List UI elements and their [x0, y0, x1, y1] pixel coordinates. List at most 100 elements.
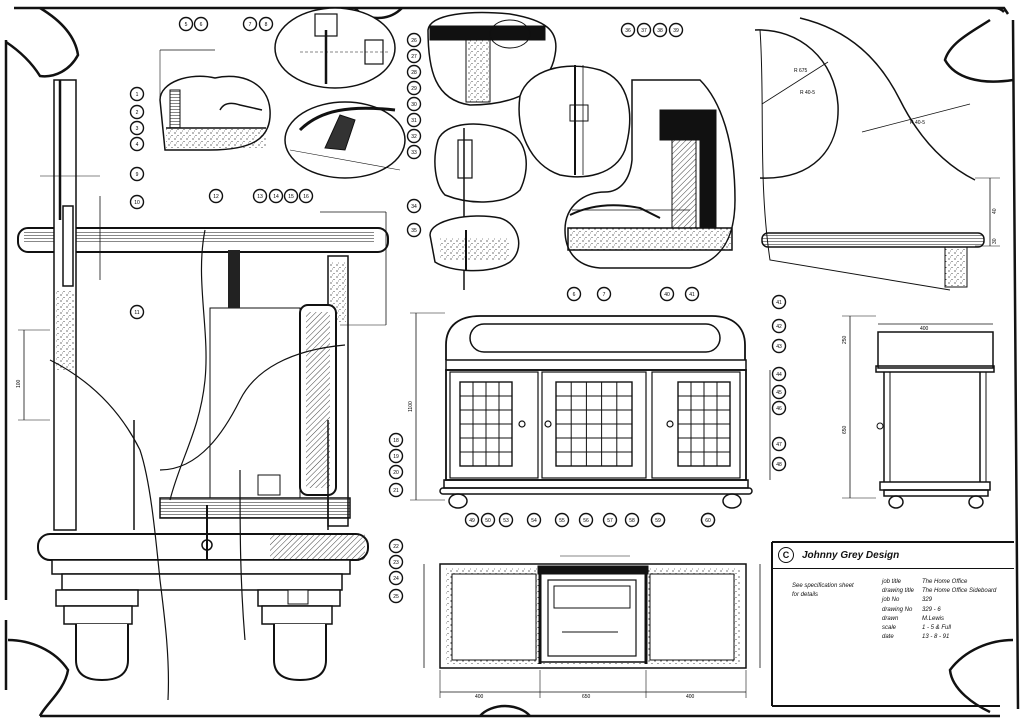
dim-30: 30: [992, 238, 998, 244]
callout-number: 38: [657, 28, 663, 34]
callout-number: 5: [185, 22, 188, 28]
callout-number: 2: [136, 110, 139, 116]
callout-bubble: [596, 286, 612, 302]
callout-bubble: [578, 512, 594, 528]
callout-bubble: [771, 384, 787, 400]
callout-bubble: [602, 512, 618, 528]
dim-side-width: 400: [920, 326, 929, 332]
callout-bubble: [388, 464, 404, 480]
callout-bubble: [668, 22, 684, 38]
callout-bubble: [193, 16, 209, 32]
callout-bubble: [526, 512, 542, 528]
callout-number: 13: [257, 194, 263, 200]
callout-number: 54: [531, 518, 537, 524]
callout-number: 56: [583, 518, 589, 524]
callout-number: 22: [393, 544, 399, 550]
callout-number: 42: [776, 324, 782, 330]
callout-number: 34: [411, 204, 417, 210]
callout-number: 18: [393, 438, 399, 444]
callout-number: 40: [664, 292, 670, 298]
tb-value: M.Lewis: [922, 615, 945, 622]
callout-bubble: [129, 120, 145, 136]
callout-number: 59: [655, 518, 661, 524]
callout-bubble: [129, 136, 145, 152]
callout-number: 41: [689, 292, 695, 298]
callout-bubble: [498, 512, 514, 528]
callout-number: 15: [288, 194, 294, 200]
callout-bubble: [129, 166, 145, 182]
callout-bubble: [129, 194, 145, 210]
callout-number: 36: [625, 28, 631, 34]
callout-number: 33: [411, 150, 417, 156]
callout-bubble: [388, 538, 404, 554]
door-glazing-left: [459, 381, 513, 467]
callout-number: 47: [776, 442, 782, 448]
tb-value: 329 - 6: [922, 606, 941, 613]
tb-key: drawing title: [882, 588, 915, 595]
callout-bubble: [406, 222, 422, 238]
callout-bubble: [388, 570, 404, 586]
callout-bubble: [464, 512, 480, 528]
callout-number: 29: [411, 86, 417, 92]
callout-bubble: [283, 188, 299, 204]
callout-bubble: [652, 22, 668, 38]
callout-number: 44: [776, 372, 782, 378]
callout-number: 4: [136, 142, 139, 148]
callout-bubble: [406, 80, 422, 96]
side-elevation: [842, 315, 995, 509]
callout-bubble: [406, 144, 422, 160]
callout-number: 31: [411, 118, 417, 124]
callout-bubble: [771, 318, 787, 334]
door-glazing-right: [677, 381, 731, 467]
callout-bubble: [650, 512, 666, 528]
callout-number: 32: [411, 134, 417, 140]
callout-number: 37: [641, 28, 647, 34]
callout-number: 12: [213, 194, 219, 200]
callout-bubble: [388, 448, 404, 464]
callout-number: 49: [469, 518, 475, 524]
callout-number: 6: [573, 292, 576, 298]
callout-number: 28: [411, 70, 417, 76]
dim-40: 40: [992, 208, 998, 214]
callout-number: 10: [134, 200, 140, 206]
callout-bubble: [700, 512, 716, 528]
callout-number: 3: [136, 126, 139, 132]
callout-bubble: [298, 188, 314, 204]
tb-key: scale: [882, 625, 897, 632]
callout-bubble: [659, 286, 675, 302]
callout-bubble: [684, 286, 700, 302]
callout-bubble: [566, 286, 582, 302]
callout-number: 19: [393, 454, 399, 460]
callout-bubble: [406, 32, 422, 48]
callout-number: 20: [393, 470, 399, 476]
callout-bubble: [388, 432, 404, 448]
title-block-header: C Johnny Grey Design: [772, 542, 1014, 569]
callout-bubble: [406, 64, 422, 80]
callout-bubble: [258, 16, 274, 32]
detail-ovals: [274, 7, 631, 290]
callout-number: 53: [503, 518, 509, 524]
callout-bubble: [129, 104, 145, 120]
callout-bubble: [771, 294, 787, 310]
dim-plan-centre: 650: [582, 694, 591, 700]
callout-number: 1: [136, 92, 139, 98]
radius-outer-label: R 40-5: [910, 120, 925, 126]
callout-bubble: [406, 198, 422, 214]
callout-bubble: [771, 366, 787, 382]
callout-number: 39: [673, 28, 679, 34]
callout-number: 58: [629, 518, 635, 524]
radius-small-label: R 40-5: [800, 90, 815, 96]
title-block: C Johnny Grey Design See specification s…: [772, 542, 1014, 706]
callout-bubble: [771, 456, 787, 472]
callout-number: 57: [607, 518, 613, 524]
callout-bubble: [178, 16, 194, 32]
tb-key: job title: [882, 579, 902, 585]
callout-bubble: [252, 188, 268, 204]
dim-side-height: 250: [842, 335, 848, 344]
tb-key: date: [882, 634, 894, 641]
